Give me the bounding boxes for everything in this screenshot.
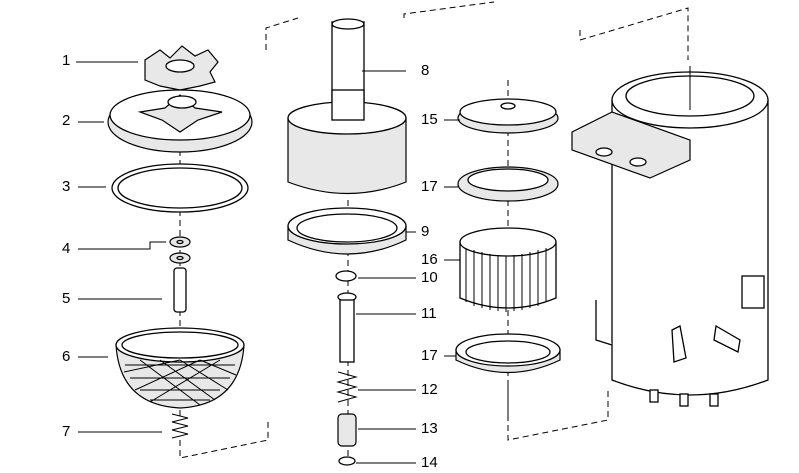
part-15-cap <box>457 98 559 134</box>
callout-13: 13 <box>421 420 438 437</box>
callout-15: 15 <box>421 111 438 128</box>
frame-line-2 <box>265 17 299 50</box>
tank-body <box>571 7 769 407</box>
frame-line-4 <box>507 385 609 441</box>
callout-12: 12 <box>421 381 438 398</box>
callout-16: 16 <box>421 251 438 268</box>
part-16-filter <box>459 227 557 312</box>
callout-2: 2 <box>62 112 70 129</box>
leader-lines <box>76 61 460 464</box>
callout-10: 10 <box>421 269 438 286</box>
part-6-strainer <box>115 327 245 409</box>
part-4-nuts <box>169 236 191 264</box>
callout-5: 5 <box>62 290 70 307</box>
part-2-cover <box>107 89 253 153</box>
part-17-lower-seal <box>455 333 561 373</box>
part-1-knob <box>144 45 219 91</box>
part-11-rod <box>337 292 357 363</box>
callout-9: 9 <box>421 223 429 240</box>
part-17-upper-seal <box>457 166 559 202</box>
callout-17-upper: 17 <box>421 178 438 195</box>
callout-3: 3 <box>62 178 70 195</box>
part-5-pin <box>173 267 187 313</box>
frame-line-3 <box>403 1 495 18</box>
part-8-housing <box>287 18 407 195</box>
part-14-o-ring <box>338 456 356 466</box>
frame-line-1 <box>179 420 269 459</box>
part-10-clip <box>335 270 357 282</box>
part-13-valve <box>337 413 357 447</box>
callout-14: 14 <box>421 454 438 471</box>
callout-8: 8 <box>421 62 429 79</box>
part-9-seal-ring <box>287 207 407 255</box>
part-12-spring <box>336 371 358 403</box>
callout-6: 6 <box>62 348 70 365</box>
callout-1: 1 <box>62 52 70 69</box>
callout-11: 11 <box>421 305 437 322</box>
part-3-ring <box>111 163 249 213</box>
callout-17-lower: 17 <box>421 347 438 364</box>
callout-4: 4 <box>62 240 70 257</box>
part-7-spring <box>171 413 189 439</box>
callout-7: 7 <box>62 423 70 440</box>
